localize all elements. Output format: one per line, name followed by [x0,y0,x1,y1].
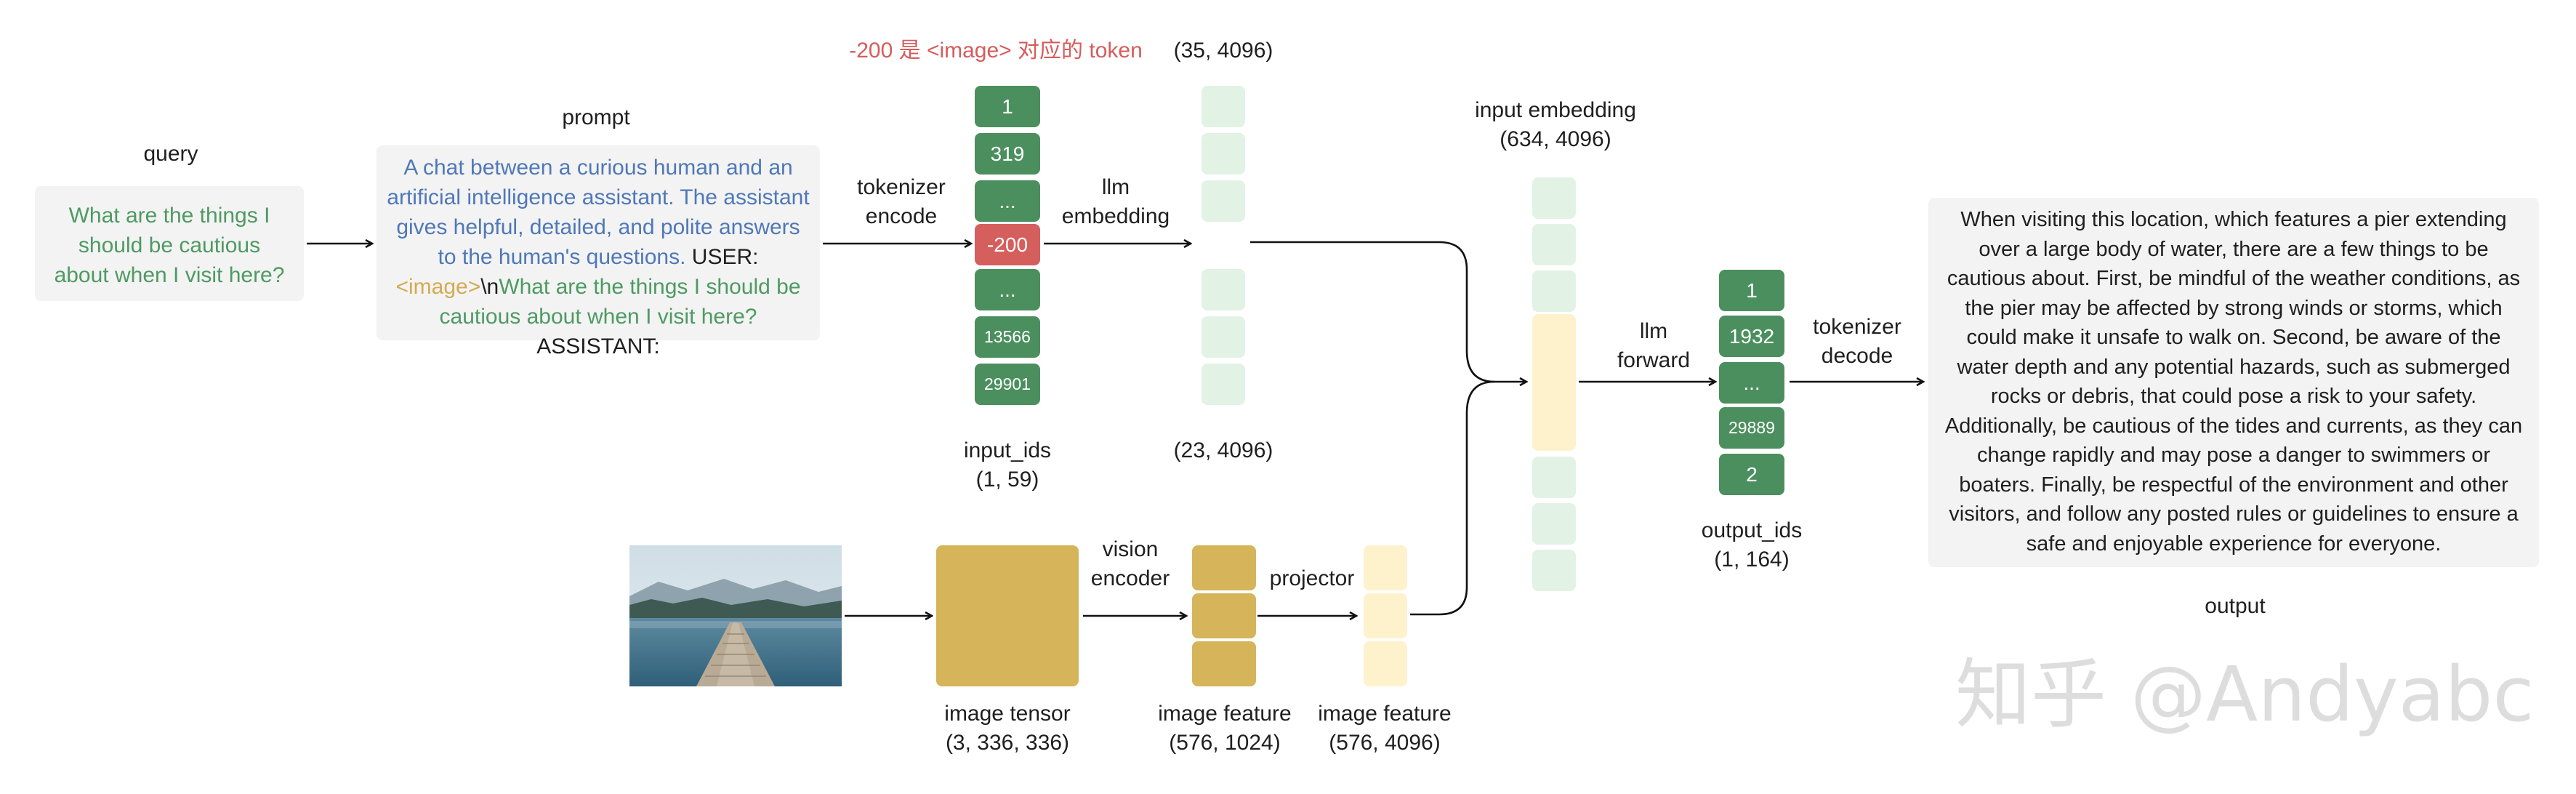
image-feature-4096-label: image feature (576, 4096) [1308,699,1461,758]
projected-feature-cell [1364,593,1407,638]
prompt-system-text: A chat between a curious human and an ar… [387,156,810,269]
llm-forward-line-2: forward [1617,348,1691,372]
llm-embedding-label: llm embedding [1054,173,1178,231]
text-embedding-cell [1202,316,1245,358]
input-embedding-cell [1532,550,1576,591]
output-label: output [2205,594,2266,618]
query-card: What are the things I should be cautious… [35,186,304,301]
vision-encoder-line-2: encoder [1090,566,1170,590]
image-feature-cell [1192,641,1256,686]
query-text: What are the things I should be cautious… [54,204,285,287]
output-token: 29889 [1719,407,1784,449]
llm-embedding-line-1: llm [1101,175,1130,199]
image-feature-1024-label: image feature (576, 1024) [1148,699,1301,758]
input-embedding-cell [1532,503,1576,545]
query-label: query [143,142,198,166]
embedding-bottom-shape: (23, 4096) [1173,438,1273,462]
prompt-assistant-tag: ASSISTANT: [536,334,660,358]
image-tensor-label: image tensor (3, 336, 336) [923,699,1092,758]
input-token-image-placeholder: -200 [975,224,1040,265]
llm-forward-label: llm forward [1592,317,1715,375]
tokenizer-encode-label: tokenizer encode [836,173,967,231]
input-embedding-cell [1532,224,1576,265]
image-tensor-shape: (3, 336, 336) [945,731,1070,755]
input-embedding-cell [1532,177,1576,219]
output-ids-shape: (1, 164) [1714,548,1790,572]
vision-encoder-line-1: vision [1102,537,1159,561]
projected-feature-cell [1364,641,1407,686]
tokenizer-decode-label: tokenizer decode [1795,313,1919,371]
image-feature-cell [1192,593,1256,638]
input-embedding-name: input embedding [1475,98,1636,122]
prompt-card: A chat between a curious human and an ar… [377,145,820,358]
vision-encoder-label: vision encoder [1068,535,1192,593]
output-card: When visiting this location, which featu… [1928,198,2539,567]
output-token: ... [1719,362,1784,404]
image-tensor-name: image tensor [944,702,1071,726]
projector-label: projector [1269,566,1355,590]
image-tensor-block [936,545,1079,686]
input-token: ... [975,269,1040,310]
output-token: 2 [1719,454,1784,495]
prompt-newline: \n [480,275,499,299]
input-token: 1 [975,86,1040,127]
input-token: ... [975,180,1040,222]
output-ids-name: output_ids [1701,518,1803,542]
image-feature-1024-name: image feature [1158,702,1292,726]
image-feature-cell [1192,545,1256,590]
prompt-question: What are the things I should be cautious… [439,275,801,329]
llm-forward-line-1: llm [1639,319,1668,343]
input-embedding-cell [1532,457,1576,498]
input-embedding-shape: (634, 4096) [1500,127,1611,151]
prompt-label: prompt [562,105,630,129]
arrow-projector-to-merge [1410,380,1495,616]
input-photo-pier-lake [629,545,842,686]
text-embedding-cell [1202,269,1245,310]
llm-embedding-line-2: embedding [1061,204,1170,228]
input-ids-shape: (1, 59) [975,468,1039,492]
text-embedding-cell [1202,86,1245,127]
image-feature-4096-shape: (576, 4096) [1329,731,1441,755]
image-feature-1024-shape: (576, 1024) [1169,731,1281,755]
output-ids-label: output_ids (1, 164) [1679,516,1824,574]
image-feature-4096-name: image feature [1318,702,1452,726]
watermark: 知乎 @Andyabc [1955,650,2535,739]
output-text: When visiting this location, which featu… [1944,208,2523,556]
image-token-note: -200 是 <image> 对应的 token [849,39,1143,63]
tokenizer-encode-line-1: tokenizer [857,175,946,199]
input-token: 29901 [975,364,1040,405]
projected-feature-cell [1364,545,1407,590]
input-ids-name: input_ids [963,438,1052,462]
input-token: 13566 [975,316,1040,358]
tokenizer-encode-line-2: encode [865,204,938,228]
prompt-user-tag: USER: [685,245,759,269]
input-ids-label: input_ids (1, 59) [942,436,1073,494]
input-embedding-cell [1532,270,1576,312]
text-embedding-cell [1202,180,1245,222]
pier-lake-image [629,545,842,686]
input-token: 319 [975,133,1040,175]
output-token: 1932 [1719,316,1784,357]
text-embedding-cell [1202,364,1245,405]
tokenizer-decode-line-1: tokenizer [1813,315,1901,339]
tokenizer-decode-line-2: decode [1821,344,1893,368]
arrow-embedding-to-merge [1250,241,1526,382]
output-token: 1 [1719,270,1784,311]
prompt-image-tag: <image> [395,275,481,299]
text-embedding-cell [1202,133,1245,175]
embedding-top-shape: (35, 4096) [1173,39,1273,63]
image-embedding-block [1532,314,1576,451]
input-embedding-label: input embedding (634, 4096) [1446,96,1665,154]
